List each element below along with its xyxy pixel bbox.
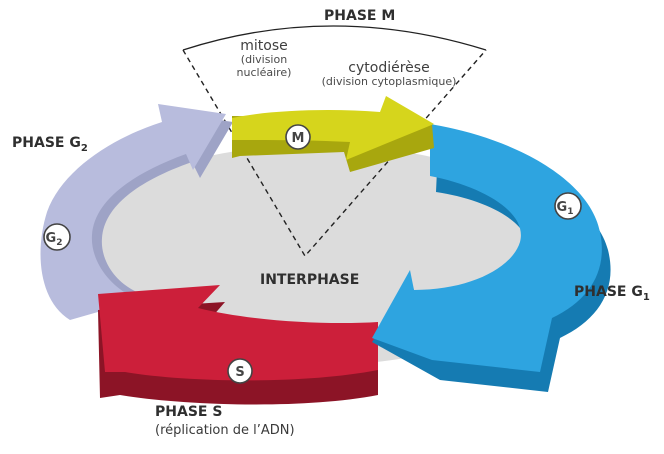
s-arrow xyxy=(98,285,378,405)
m-arrow xyxy=(232,96,434,172)
phase-g2-subscript: 2 xyxy=(80,142,88,154)
svg-text:S: S xyxy=(235,365,244,380)
cytodierese-label: cytodiérèse (division cytoplasmique) xyxy=(314,60,464,89)
g2-arrow xyxy=(40,104,233,320)
cytodierese-detail: (division cytoplasmique) xyxy=(321,75,457,89)
phase-s-detail: (réplication de l’ADN) xyxy=(155,423,295,438)
mitose-label: mitose (division nucléaire) xyxy=(224,38,304,79)
mitose-detail-2: nucléaire) xyxy=(236,65,292,79)
cytodierese-title: cytodiérèse xyxy=(348,60,430,76)
g2-badge: G2 xyxy=(43,223,71,251)
phase-m-sector xyxy=(182,25,487,258)
svg-text:M: M xyxy=(292,131,305,146)
interphase-label: INTERPHASE xyxy=(260,272,360,288)
phase-s-label: PHASE S xyxy=(155,404,223,420)
g1-arrow xyxy=(372,124,611,392)
phase-g2-label: PHASE G2 xyxy=(12,135,88,154)
mitose-detail-1: (division xyxy=(240,53,288,67)
svg-text:G2: G2 xyxy=(46,231,63,248)
phase-m-label: PHASE M xyxy=(324,8,396,24)
phase-g2-prefix: PHASE G xyxy=(12,135,81,151)
s-badge: S xyxy=(227,358,253,384)
phase-g1-label: PHASE G1 xyxy=(574,284,650,303)
m-badge: M xyxy=(285,124,311,150)
phase-g1-prefix: PHASE G xyxy=(574,284,643,300)
mitose-title: mitose xyxy=(240,38,288,54)
svg-text:G1: G1 xyxy=(557,200,574,217)
g1-badge: G1 xyxy=(554,192,582,220)
phase-g1-subscript: 1 xyxy=(642,291,650,303)
